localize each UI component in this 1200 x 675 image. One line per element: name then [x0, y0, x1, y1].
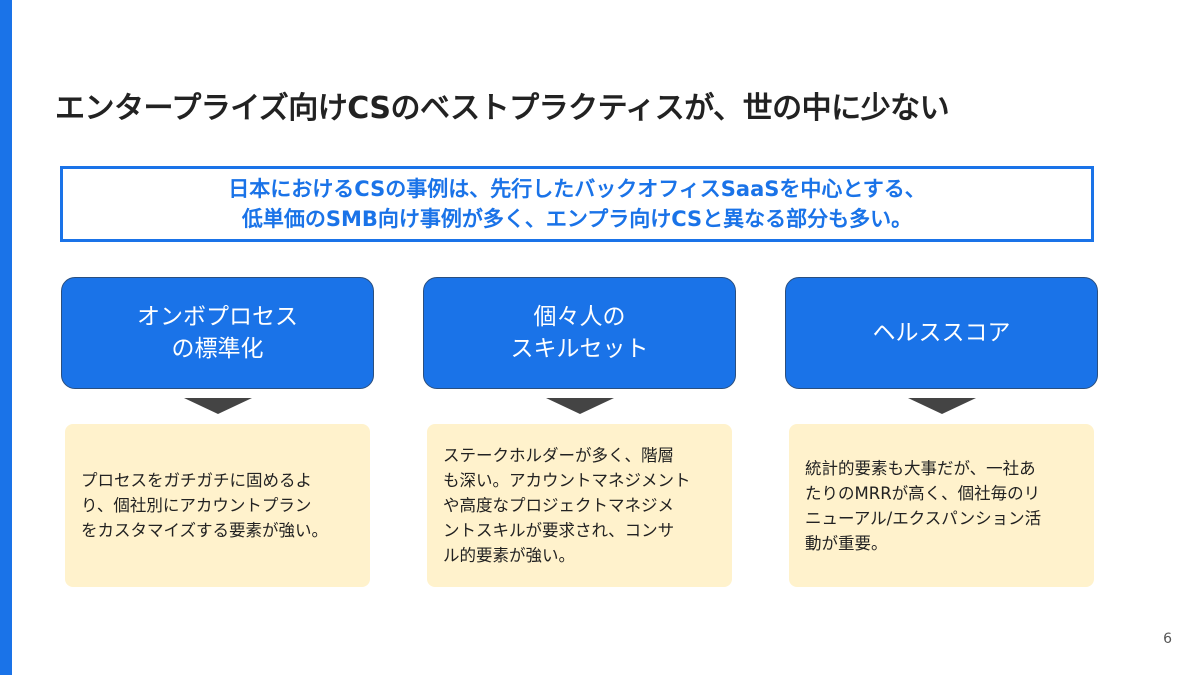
detail-line: をカスタマイズする要素が強い。 — [81, 521, 329, 540]
column-onboarding: オンボプロセス の標準化 プロセスをガチガチに固めるよ り、個社別にアカウントプ… — [61, 277, 374, 587]
detail-line: ントスキルが要求され、コンサ — [443, 521, 675, 540]
detail-box: 統計的要素も大事だが、一社あ たりのMRRが高く、個社毎のリ ニューアル/エクス… — [789, 424, 1094, 587]
heading-line: 個々人の — [533, 304, 626, 330]
heading-line: オンボプロセス — [137, 304, 298, 330]
detail-line: プロセスをガチガチに固めるよ — [81, 471, 312, 490]
detail-line: り、個社別にアカウントプラン — [81, 496, 312, 515]
key-message-box: 日本におけるCSの事例は、先行したバックオフィスSaaSを中心とする、 低単価の… — [60, 166, 1094, 242]
column-skillset: 個々人の スキルセット ステークホルダーが多く、階層 も深い。アカウントマネジメ… — [423, 277, 736, 587]
column-health-score: ヘルススコア 統計的要素も大事だが、一社あ たりのMRRが高く、個社毎のリ ニュ… — [785, 277, 1098, 587]
key-message-line: 日本におけるCSの事例は、先行したバックオフィスSaaSを中心とする、 — [228, 177, 926, 201]
detail-line: も深い。アカウントマネジメント — [443, 471, 691, 490]
heading-line: の標準化 — [171, 336, 264, 362]
detail-line: ル的要素が強い。 — [443, 546, 575, 565]
accent-bar — [0, 0, 12, 675]
detail-line: ステークホルダーが多く、階層 — [443, 446, 674, 465]
detail-box: ステークホルダーが多く、階層 も深い。アカウントマネジメント や高度なプロジェク… — [427, 424, 732, 587]
heading-box: ヘルススコア — [785, 277, 1098, 389]
detail-line: ニューアル/エクスパンション活 — [805, 508, 1042, 528]
heading-line: ヘルススコア — [872, 320, 1011, 346]
slide-title: エンタープライズ向けCSのベストプラクティスが、世の中に少ない — [55, 91, 950, 126]
detail-box: プロセスをガチガチに固めるよ り、個社別にアカウントプラン をカスタマイズする要… — [65, 424, 370, 587]
key-message-line: 低単価のSMB向け事例が多く、エンプラ向けCSと異なる部分も多い。 — [241, 207, 913, 231]
detail-line: 動が重要。 — [805, 533, 888, 553]
heading-line: スキルセット — [510, 336, 649, 362]
heading-box: 個々人の スキルセット — [423, 277, 736, 389]
arrow-down-icon — [545, 398, 614, 414]
detail-line: 統計的要素も大事だが、一社あ — [805, 458, 1036, 478]
detail-line: や高度なプロジェクトマネジメ — [443, 496, 674, 515]
arrow-down-icon — [183, 398, 252, 414]
arrow-down-icon — [907, 398, 976, 414]
page-number: 6 — [1163, 631, 1172, 647]
detail-line: たりのMRRが高く、個社毎のリ — [805, 483, 1041, 503]
heading-box: オンボプロセス の標準化 — [61, 277, 374, 389]
